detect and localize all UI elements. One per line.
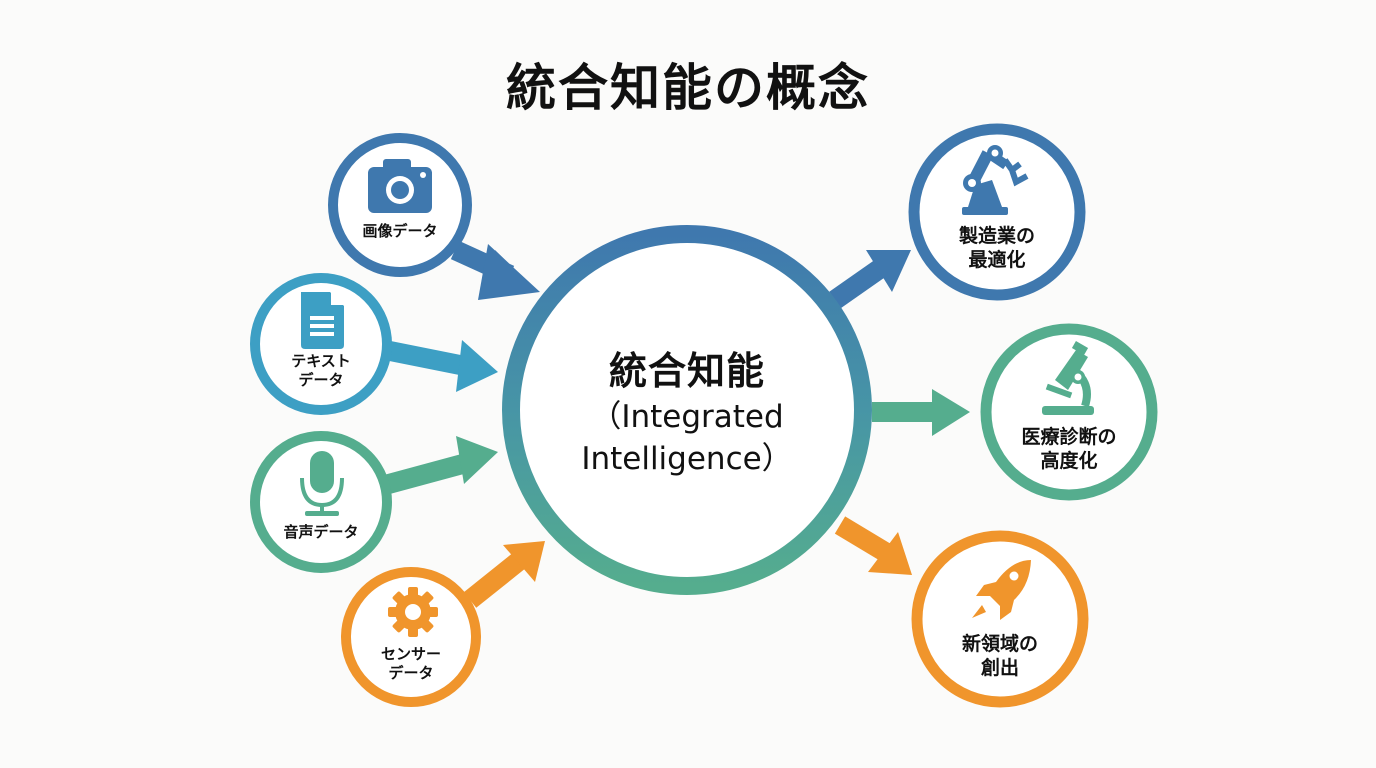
center-title-en-line2: Intelligence）	[581, 441, 793, 478]
new-domain-label-line1: 新領域の	[961, 633, 1039, 655]
center-title-ja: 統合知能	[608, 349, 765, 393]
robot-arm-icon	[962, 145, 1029, 215]
arrow-text-to-center	[383, 340, 498, 392]
document-icon	[301, 292, 344, 349]
medical-label-line2: 高度化	[1040, 449, 1098, 472]
audio-data-label: 音声データ	[283, 523, 359, 541]
camera-icon	[368, 159, 432, 213]
center-title-en-line1: （Integrated	[590, 399, 784, 435]
arrow-image-to-center	[450, 240, 540, 300]
arrow-audio-to-center	[382, 436, 498, 495]
arrow-center-to-new-domain	[834, 516, 912, 575]
image-data-label: 画像データ	[362, 222, 438, 240]
text-data-label-line1: テキスト	[291, 352, 351, 370]
manufacturing-label: 製造業の 最適化	[959, 225, 1035, 273]
medical-label-line1: 医療診断の	[1021, 426, 1117, 448]
arrow-center-to-manufacturing	[829, 250, 911, 309]
arrow-center-to-medical	[872, 389, 970, 436]
audio-data-circle	[250, 431, 392, 573]
manufacturing-label-line1: 製造業の	[958, 225, 1036, 247]
text-data-label-line2: データ	[298, 370, 344, 389]
center-circle	[502, 225, 872, 595]
sensor-data-label-line2: データ	[388, 663, 434, 682]
sensor-data-label: センサー データ	[381, 645, 441, 683]
new-domain-label-line2: 創出	[980, 656, 1020, 679]
sensor-data-label-line1: センサー	[380, 645, 442, 663]
arrow-sensor-to-center	[463, 541, 545, 608]
manufacturing-label-line2: 最適化	[968, 248, 1026, 271]
medical-label: 医療診断の 高度化	[1021, 426, 1116, 474]
text-data-label: テキスト データ	[291, 352, 351, 390]
gear-icon	[388, 587, 438, 637]
center-label: 統合知能 （Integrated Intelligence）	[581, 340, 792, 480]
rocket-icon	[972, 560, 1031, 620]
page-title: 統合知能の概念	[506, 59, 870, 117]
microphone-icon	[300, 451, 344, 516]
new-domain-label: 新領域の 創出	[962, 633, 1038, 681]
microscope-icon	[1042, 341, 1094, 415]
